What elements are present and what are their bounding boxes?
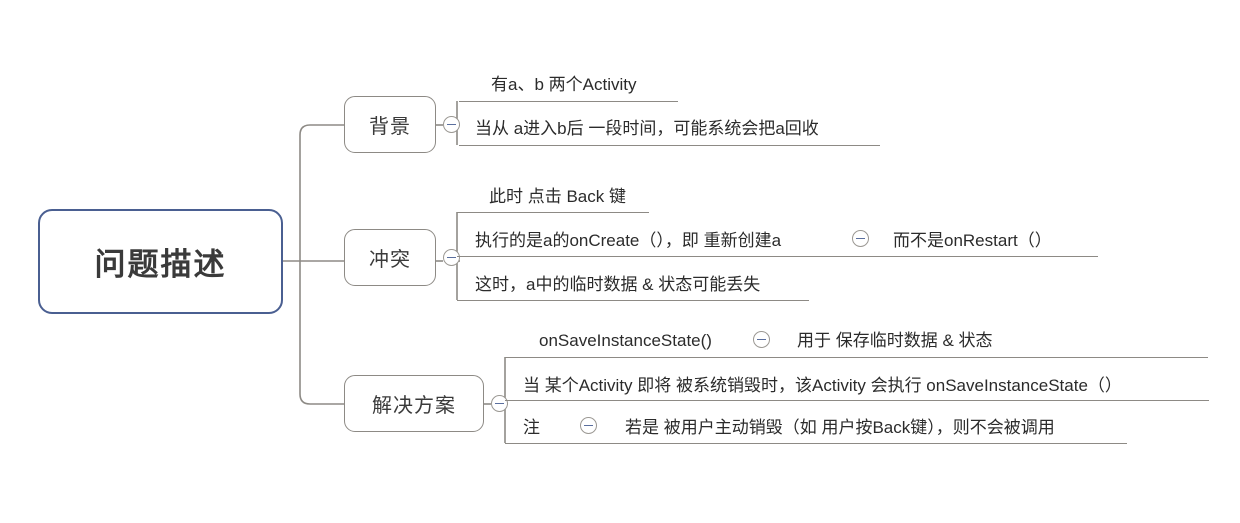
- collapse-minus-circle-icon[interactable]: [443, 249, 460, 266]
- collapse-minus-circle-icon[interactable]: [753, 331, 770, 348]
- leaf-text: 注: [523, 418, 540, 437]
- leaf-underline: [457, 256, 1098, 258]
- leaf-text-tail: 而不是onRestart（）: [893, 231, 1052, 250]
- branch-node-background[interactable]: 背景: [344, 96, 436, 153]
- branch-node-label: 冲突: [369, 249, 411, 271]
- leaf-underline: [505, 400, 1209, 402]
- leaf-text: 执行的是a的onCreate（），即 重新创建a: [475, 231, 782, 250]
- branch-node-solution[interactable]: 解决方案: [344, 375, 484, 432]
- collapse-minus-circle-icon[interactable]: [580, 417, 597, 434]
- leaf-text: 有a、b 两个Activity: [491, 75, 637, 94]
- leaf-text: 此时 点击 Back 键: [489, 187, 626, 206]
- collapse-minus-circle-icon[interactable]: [852, 230, 869, 247]
- root-node[interactable]: 问题描述: [38, 209, 283, 314]
- collapse-minus-circle-icon[interactable]: [443, 116, 460, 133]
- collapse-minus-circle-icon[interactable]: [491, 395, 508, 412]
- leaf-underline: [505, 357, 1208, 359]
- branch-node-label: 背景: [369, 116, 411, 138]
- branch-node-conflict[interactable]: 冲突: [344, 229, 436, 286]
- leaf-text: 当 某个Activity 即将 被系统销毁时，该Activity 会执行 onS…: [523, 376, 1122, 395]
- leaf-text-tail: 若是 被用户主动销毁（如 用户按Back键），则不会被调用: [625, 418, 1055, 437]
- leaf-underline: [457, 300, 809, 302]
- leaf-underline: [459, 101, 678, 103]
- leaf-text: onSaveInstanceState(): [539, 331, 712, 350]
- leaf-underline: [459, 145, 880, 147]
- leaf-underline: [505, 443, 1127, 445]
- branch-node-label: 解决方案: [372, 395, 456, 417]
- leaf-text: 当从 a进入b后 一段时间，可能系统会把a回收: [475, 119, 819, 138]
- leaf-underline: [457, 212, 649, 214]
- leaf-text: 这时，a中的临时数据 & 状态可能丢失: [475, 275, 761, 294]
- leaf-text-tail: 用于 保存临时数据 & 状态: [797, 331, 993, 350]
- root-node-label: 问题描述: [94, 247, 227, 282]
